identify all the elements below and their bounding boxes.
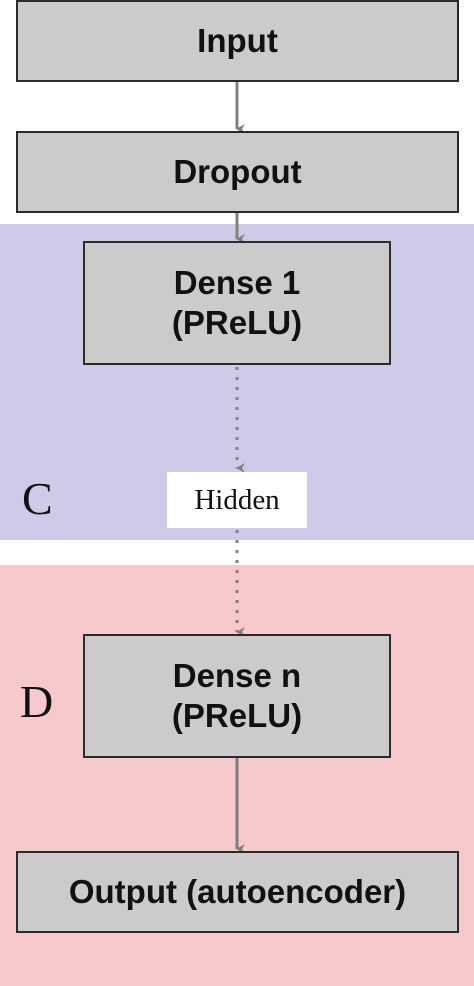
dense-1-node-activation: (PReLU) (171, 304, 303, 341)
dropout-node: Dropout (16, 131, 459, 213)
region-c-label: C (22, 473, 53, 524)
output-node-label: Output (autoencoder) (68, 872, 407, 910)
input-node: Input (16, 0, 459, 82)
input-node-label: Input (197, 21, 278, 59)
region-d-label: D (20, 676, 54, 727)
dense-n-node: Dense n (PReLU) (83, 634, 391, 758)
dense-n-node-activation: (PReLU) (171, 697, 303, 734)
dense-1-node: Dense 1 (PReLU) (83, 241, 391, 365)
dropout-node-label: Dropout (173, 152, 302, 190)
dense-1-node-title: Dense 1 (173, 263, 301, 301)
dense-n-node-title: Dense n (172, 656, 302, 694)
output-node: Output (autoencoder) (16, 851, 459, 933)
hidden-layers-label: Hidden (167, 472, 307, 528)
